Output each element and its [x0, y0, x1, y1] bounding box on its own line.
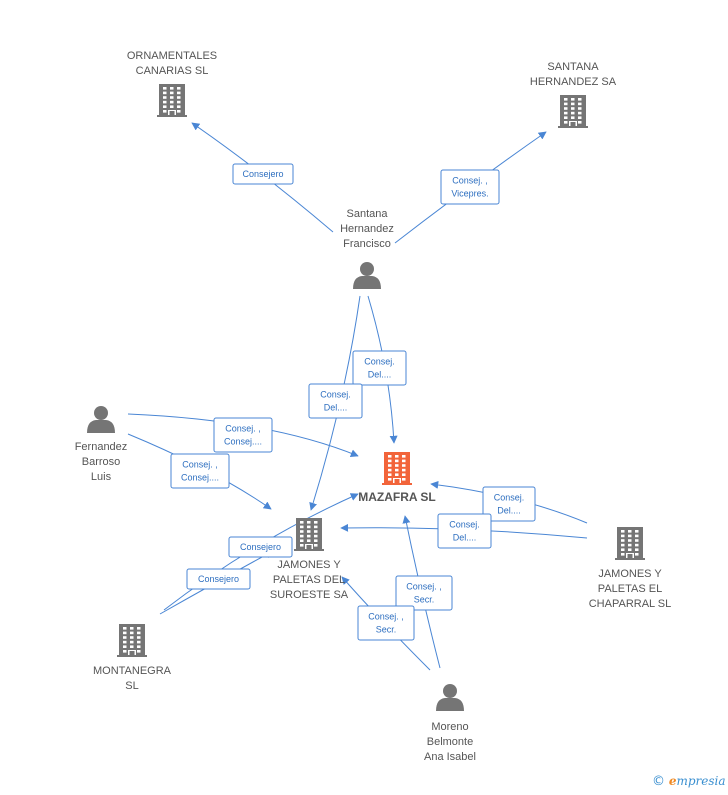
edge-label[interactable]: Consej. Del....: [437, 513, 492, 549]
building-icon: [157, 84, 187, 117]
node-label: SANTANA: [547, 61, 599, 73]
node-montanegra[interactable]: MONTANEGRA SL: [93, 624, 172, 692]
edge-label[interactable]: Consej. , Consej....: [213, 417, 273, 453]
edge-label-text: Del....: [324, 403, 348, 413]
person-icon: [87, 406, 115, 433]
node-label: Belmonte: [427, 736, 473, 748]
building-icon: [294, 518, 324, 551]
node-mazafra[interactable]: MAZAFRA SL: [358, 452, 436, 504]
edge-label-box: [395, 575, 453, 611]
edge-label-text: Secr.: [414, 595, 435, 605]
edge-label[interactable]: Consej. , Secr.: [357, 605, 415, 641]
edge-label-text: Consejero: [198, 574, 239, 584]
edge-label[interactable]: Consej. Del....: [482, 486, 536, 522]
node-santana_sa[interactable]: SANTANA HERNANDEZ SA: [530, 61, 617, 128]
node-label: CHAPARRAL SL: [589, 598, 672, 610]
edge-label-text: Del....: [497, 506, 521, 516]
brand-logo-text: mpresia: [676, 774, 726, 788]
node-label: Santana: [347, 208, 389, 220]
edge-label-text: Consej.: [320, 390, 351, 400]
node-label: Hernandez: [340, 223, 394, 235]
edge-label[interactable]: Consejero: [186, 568, 251, 590]
node-label: HERNANDEZ SA: [530, 76, 617, 88]
node-label: MAZAFRA SL: [358, 490, 436, 504]
edge-label-box: [170, 453, 230, 489]
node-label: Ana Isabel: [424, 751, 476, 763]
node-label: Fernandez: [75, 441, 128, 453]
edge-label-box: [482, 486, 536, 522]
edge-label-box: [352, 350, 407, 386]
nodes-layer: MAZAFRA SL ORNAMENTALES CANARIAS SL SANTANA…: [75, 50, 672, 763]
edge-label-text: Consej.: [449, 520, 480, 530]
edge-label-text: Consej. ,: [368, 612, 404, 622]
edge-label[interactable]: Consejero: [232, 163, 294, 185]
person-icon: [353, 262, 381, 289]
edge-label-box: [232, 163, 294, 185]
edge-label-box: [440, 169, 500, 205]
node-label: Moreno: [431, 721, 468, 733]
edge-label-text: Consej....: [181, 473, 219, 483]
edge-label[interactable]: Consej. Del....: [352, 350, 407, 386]
edge-label[interactable]: Consej. , Secr.: [395, 575, 453, 611]
node-label: Luis: [91, 471, 112, 483]
node-label: CANARIAS SL: [136, 65, 209, 77]
edge-label-text: Consejero: [240, 542, 281, 552]
node-ornamentales[interactable]: ORNAMENTALES CANARIAS SL: [127, 50, 217, 117]
node-label: PALETAS DEL: [273, 574, 345, 586]
empresia-brand: © empresia: [652, 774, 726, 789]
node-label: SL: [125, 680, 138, 692]
building-icon: [558, 95, 588, 128]
node-label: SUROESTE SA: [270, 589, 349, 601]
edge-label[interactable]: Consej. , Vicepres.: [440, 169, 500, 205]
node-label: Francisco: [343, 238, 391, 250]
node-jamones_ch[interactable]: JAMONES Y PALETAS EL CHAPARRAL SL: [589, 527, 672, 610]
edge-label-text: Vicepres.: [451, 189, 488, 199]
edge-label-text: Consej. ,: [182, 460, 218, 470]
brand-logo-e: e: [668, 774, 677, 788]
edge-label[interactable]: Consej. Del....: [308, 383, 363, 419]
node-label: JAMONES Y: [277, 559, 341, 571]
copyright-icon: ©: [652, 774, 665, 789]
edge-label-box: [357, 605, 415, 641]
edge-label-text: Consej. ,: [406, 582, 442, 592]
edge-label[interactable]: Consejero: [228, 536, 293, 558]
node-label: MONTANEGRA: [93, 665, 172, 677]
edge-label-text: Consej. ,: [452, 176, 488, 186]
edge-label-text: Del....: [453, 533, 477, 543]
node-label: ORNAMENTALES: [127, 50, 217, 62]
edge-label-box: [308, 383, 363, 419]
edge-label-text: Consejero: [242, 169, 283, 179]
node-jamones_so[interactable]: JAMONES Y PALETAS DEL SUROESTE SA: [270, 518, 349, 601]
node-label: JAMONES Y: [598, 568, 662, 580]
edge-label-text: Consej....: [224, 437, 262, 447]
building-icon: [615, 527, 645, 560]
node-label: PALETAS EL: [598, 583, 662, 595]
edge-label-box: [228, 536, 293, 558]
edge-label-text: Consej.: [364, 357, 395, 367]
edge-label-text: Secr.: [376, 625, 397, 635]
edge-label-text: Consej. ,: [225, 424, 261, 434]
edge-label-text: Del....: [368, 370, 392, 380]
node-label: Barroso: [82, 456, 121, 468]
edge-label-box: [437, 513, 492, 549]
building-icon: [117, 624, 147, 657]
person-icon: [436, 684, 464, 711]
building-icon: [382, 452, 412, 485]
edge-label-text: Consej.: [494, 493, 525, 503]
edge-label-box: [213, 417, 273, 453]
edge-label[interactable]: Consej. , Consej....: [170, 453, 230, 489]
edge-label-box: [186, 568, 251, 590]
